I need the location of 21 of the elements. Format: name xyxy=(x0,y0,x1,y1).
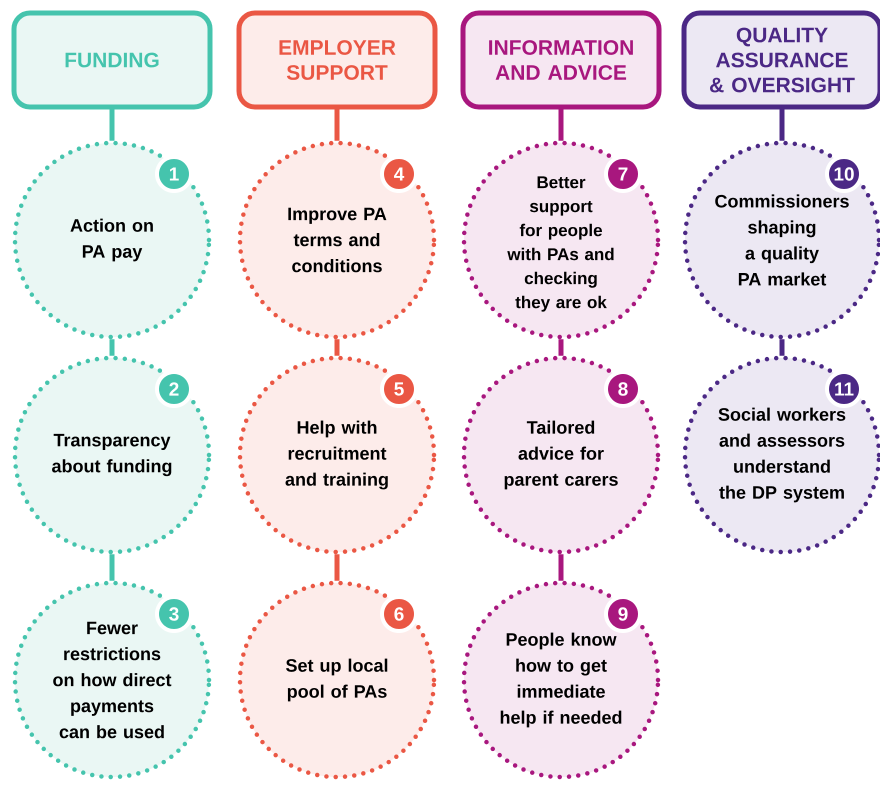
connector-line xyxy=(110,554,114,581)
number-badge: 4 xyxy=(380,155,418,193)
category-box: INFORMATION AND ADVICE xyxy=(460,10,662,110)
connector-line xyxy=(334,110,340,141)
connector-line xyxy=(558,110,564,141)
category-box: FUNDING xyxy=(12,10,212,110)
number-badge: 2 xyxy=(155,370,193,408)
connector-line xyxy=(334,339,340,356)
category-box: EMPLOYER SUPPORT xyxy=(236,10,438,110)
number-badge: 7 xyxy=(604,155,642,193)
connector-line xyxy=(558,554,564,581)
number-badge: 8 xyxy=(604,370,642,408)
connector-line xyxy=(110,339,114,356)
connector-line xyxy=(110,110,114,141)
connector-line xyxy=(558,339,564,356)
category-box: QUALITY ASSURANCE & OVERSIGHT xyxy=(682,10,880,110)
connector-line xyxy=(334,554,340,581)
number-badge: 5 xyxy=(380,370,418,408)
connector-line xyxy=(780,339,785,356)
number-badge: 1 xyxy=(155,155,193,193)
connector-line xyxy=(780,110,785,141)
